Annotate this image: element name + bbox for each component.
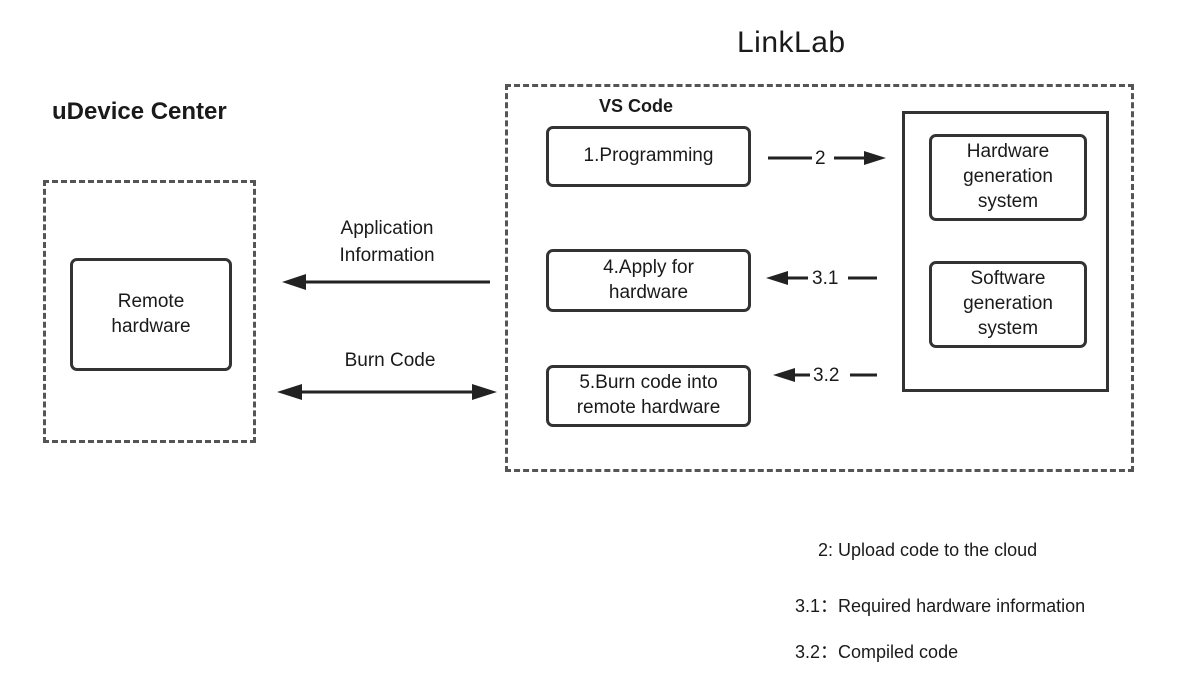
apply-for-hardware-box: 4.Apply for hardware bbox=[546, 249, 751, 312]
remote-hardware-box: Remote hardware bbox=[70, 258, 232, 371]
arrow-2-head bbox=[864, 151, 886, 165]
arrow-2-label: 2 bbox=[815, 148, 826, 169]
burn-code-arrow-head-left bbox=[277, 384, 302, 400]
udevice-center-title: uDevice Center bbox=[52, 98, 227, 125]
application-information-arrow-head bbox=[282, 274, 306, 290]
vscode-label: VS Code bbox=[599, 96, 674, 116]
software-generation-system-box: Software generation system bbox=[929, 261, 1087, 348]
arrow-3-2-label: 3.2 bbox=[813, 365, 840, 386]
linklab-title: LinkLab bbox=[737, 26, 846, 59]
legend-item: 3.2：Compiled code bbox=[795, 642, 959, 662]
legend-item: 3.1：Required hardware information bbox=[795, 596, 1086, 616]
arrow-3-1-head bbox=[766, 271, 788, 285]
burn-code-box: 5.Burn code into remote hardware bbox=[546, 365, 751, 427]
legend-item: 2: Upload code to the cloud bbox=[818, 540, 1038, 560]
arrow-3-2-head bbox=[773, 368, 795, 382]
linklab-container bbox=[505, 84, 1134, 472]
hardware-generation-system-box: Hardware generation system bbox=[929, 134, 1087, 221]
arrow-3-1-label: 3.1 bbox=[812, 268, 839, 289]
burn-code-arrow-head-right bbox=[472, 384, 497, 400]
application-information-label: Application Information bbox=[339, 218, 435, 266]
cloud-systems-container bbox=[902, 111, 1109, 392]
programming-box: 1.Programming bbox=[546, 126, 751, 187]
burn-code-label: Burn Code bbox=[344, 350, 436, 371]
udevice-container bbox=[43, 180, 256, 443]
